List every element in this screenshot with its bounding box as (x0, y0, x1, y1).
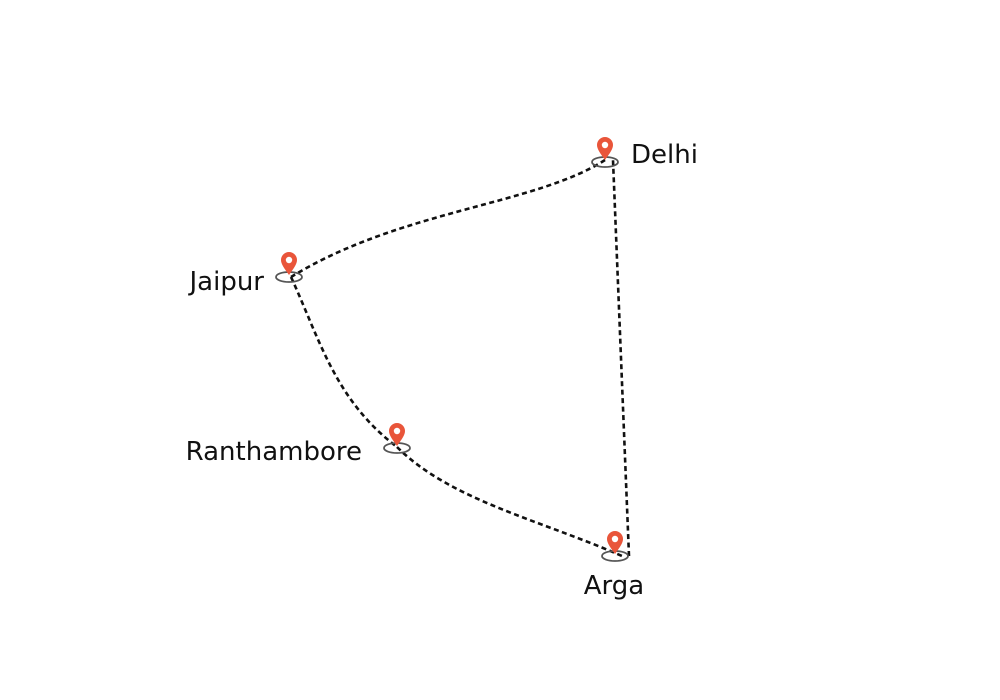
map-pin-icon (281, 252, 297, 275)
city-marker-agra[interactable] (601, 531, 629, 562)
city-marker-jaipur[interactable] (275, 252, 303, 283)
city-label-jaipur: Jaipur (188, 267, 265, 297)
route-ranthambore-agra (396, 446, 623, 558)
route-jaipur-ranthambore (289, 276, 398, 449)
map-pin-icon (607, 531, 623, 554)
map-pin-icon (597, 137, 613, 160)
city-label-delhi: Delhi (631, 140, 698, 170)
map-pin-icon (389, 423, 405, 446)
route-agra-delhi (611, 159, 631, 557)
route-layer (289, 158, 631, 558)
city-marker-ranthambore[interactable] (383, 423, 411, 454)
city-label-agra: Arga (584, 571, 644, 601)
city-marker-delhi[interactable] (591, 137, 619, 168)
city-label-ranthambore: Ranthambore (186, 437, 362, 467)
route-delhi-jaipur (290, 158, 606, 279)
